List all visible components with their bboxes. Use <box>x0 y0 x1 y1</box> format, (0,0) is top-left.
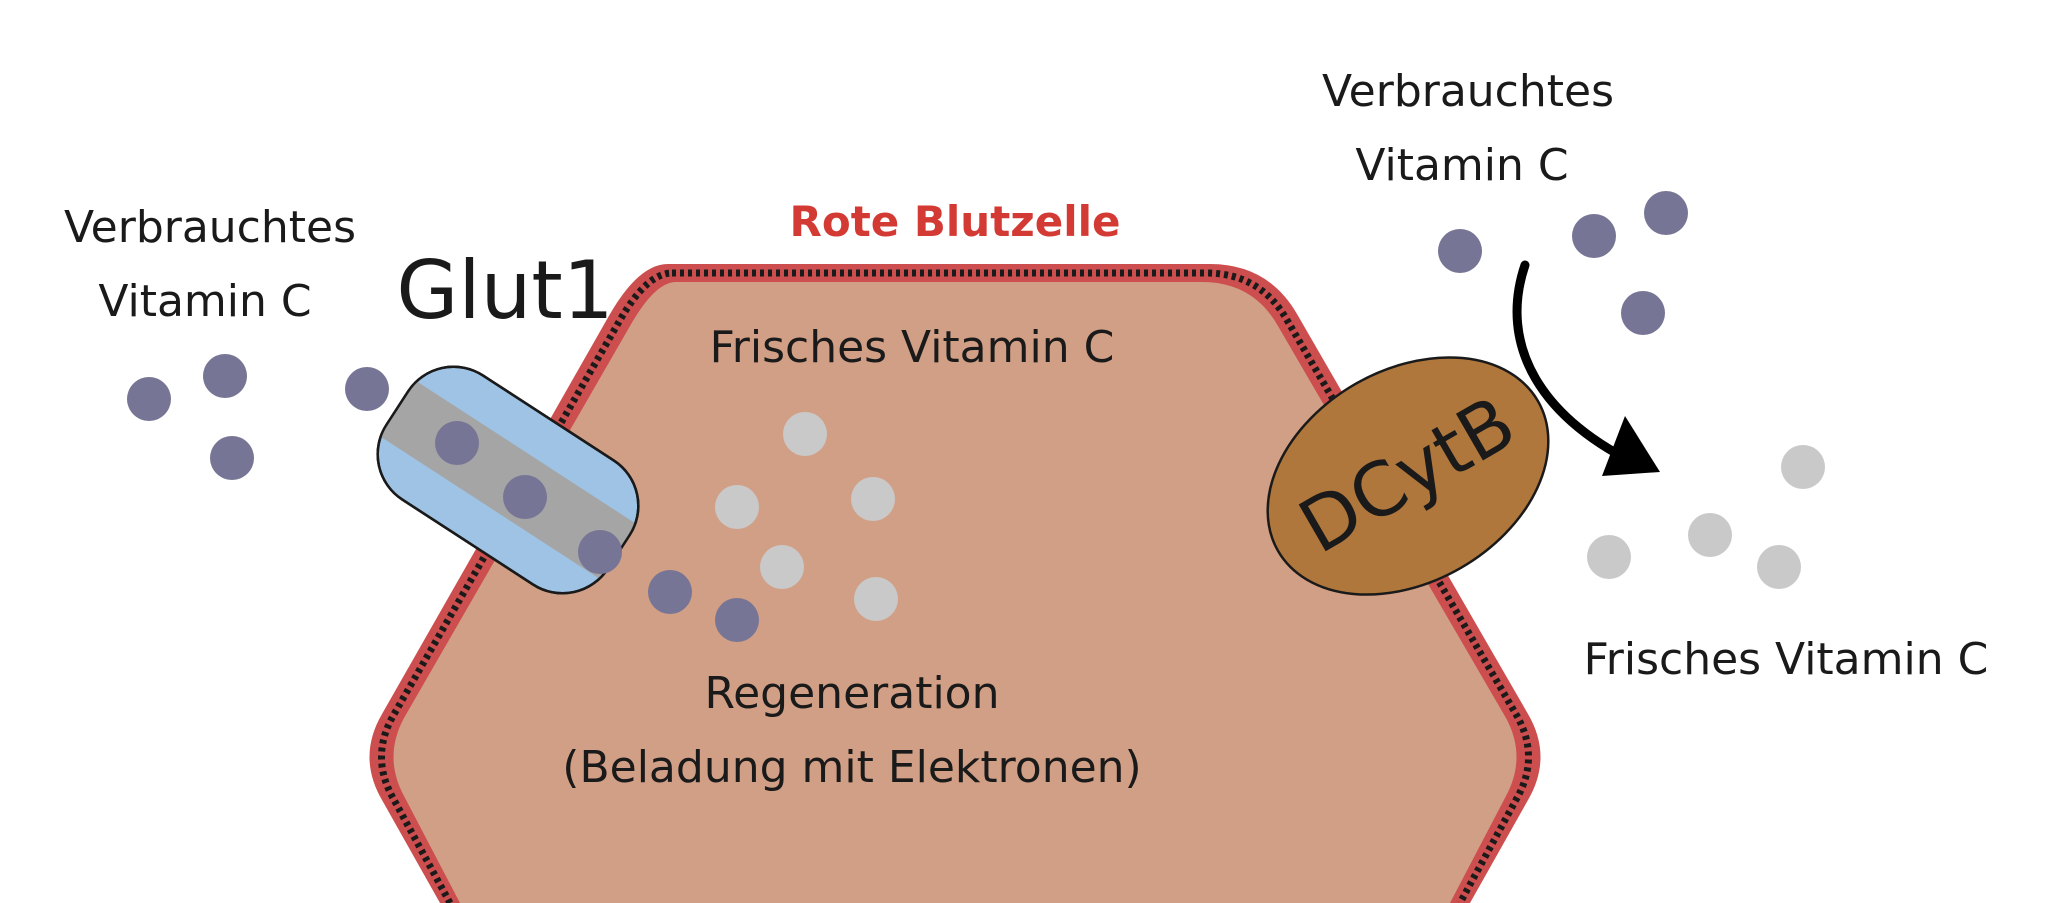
used-vitamin-molecule <box>435 421 479 465</box>
fresh-vitamin-molecule <box>854 577 898 621</box>
regeneration-label-line2: (Beladung mit Elektronen) <box>562 742 1141 793</box>
conversion-arrow-icon <box>1512 260 1660 476</box>
cell-title: Rote Blutzelle <box>790 197 1121 246</box>
fresh-vitamin-molecule <box>1757 545 1801 589</box>
fresh-vitamin-molecule <box>783 412 827 456</box>
cell-cytoplasm <box>393 282 1517 903</box>
used-vitamin-molecule <box>715 598 759 642</box>
used-vitamin-molecule <box>1572 214 1616 258</box>
used-vitamin-right-group <box>1438 191 1688 335</box>
fresh-vitamin-molecule <box>1781 445 1825 489</box>
right-fresh-label: Frisches Vitamin C <box>1584 634 1989 685</box>
dcytb-body <box>1266 356 1550 596</box>
cell-membrane-dotted-line <box>378 269 1532 903</box>
fresh-vitamin-molecule <box>1688 513 1732 557</box>
fresh-vitamin-molecule <box>1587 535 1631 579</box>
used-vitamin-transport-group <box>435 421 759 642</box>
used-vitamin-molecule <box>345 367 389 411</box>
fresh-vitamin-right-group <box>1587 445 1825 589</box>
used-vitamin-molecule <box>1644 191 1688 235</box>
arrow-shaft <box>1512 260 1650 473</box>
used-vitamin-molecule <box>210 436 254 480</box>
left-used-label-line1: Verbrauchtes <box>64 202 356 253</box>
right-used-label-line2: Vitamin C <box>1355 140 1568 191</box>
arrowhead-icon <box>1602 416 1660 476</box>
left-used-label-line2: Vitamin C <box>98 276 311 327</box>
glut1-label: Glut1 <box>396 244 613 337</box>
used-vitamin-left-group <box>127 354 389 480</box>
used-vitamin-molecule <box>578 530 622 574</box>
used-vitamin-molecule <box>1438 229 1482 273</box>
used-vitamin-molecule <box>1621 291 1665 335</box>
fresh-vitamin-inside-group <box>715 412 898 621</box>
red-blood-cell <box>369 264 1541 903</box>
fresh-vitamin-molecule <box>715 485 759 529</box>
used-vitamin-molecule <box>127 377 171 421</box>
used-vitamin-molecule <box>648 570 692 614</box>
fresh-vitamin-molecule <box>760 545 804 589</box>
right-used-label-line1: Verbrauchtes <box>1322 66 1614 117</box>
used-vitamin-molecule <box>203 354 247 398</box>
dcytb-enzyme: DCytB <box>1266 356 1550 596</box>
used-vitamin-molecule <box>503 475 547 519</box>
inside-fresh-label: Frisches Vitamin C <box>710 322 1115 373</box>
fresh-vitamin-molecule <box>851 477 895 521</box>
regeneration-label-line1: Regeneration <box>705 668 1000 719</box>
